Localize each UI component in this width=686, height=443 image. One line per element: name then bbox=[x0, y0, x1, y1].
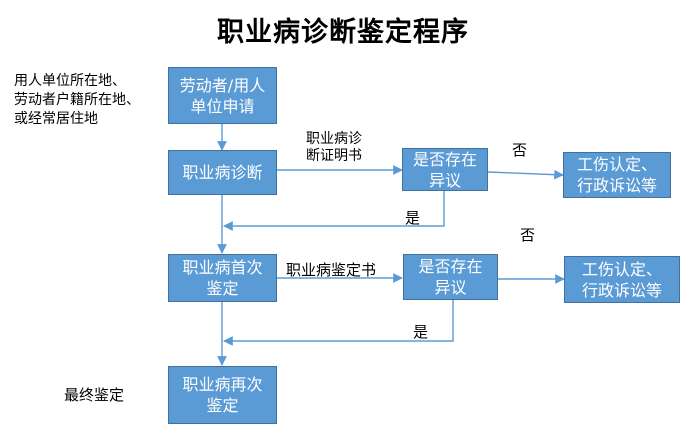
objection-2-line: 异议 bbox=[434, 278, 467, 297]
first-appraisal-box: 职业病首次鉴定 bbox=[168, 254, 277, 302]
objection-2-line: 是否存在 bbox=[418, 257, 483, 276]
first-appraisal-line: 鉴定 bbox=[206, 279, 239, 298]
arrow-objection1-yes-back bbox=[223, 191, 445, 231]
certificate-label-line: 断证明书 bbox=[306, 148, 362, 164]
location-note: 用人单位所在地、 劳动者户籍所在地、 或经常居住地 bbox=[14, 72, 140, 129]
location-note-line: 劳动者户籍所在地、 bbox=[14, 92, 140, 108]
diagnosis-box: 职业病诊断 bbox=[168, 150, 277, 195]
applicant-line: 劳动者/用人 bbox=[179, 75, 266, 95]
diagnosis-label: 职业病诊断 bbox=[182, 163, 263, 182]
remedy-2-line: 工伤认定、 bbox=[581, 259, 662, 279]
remedy-1-box: 工伤认定、行政诉讼等 bbox=[563, 152, 671, 198]
location-note-line: 或经常居住地 bbox=[14, 111, 98, 127]
second-appraisal-line: 鉴定 bbox=[206, 396, 239, 415]
remedy-2-line: 行政诉讼等 bbox=[581, 280, 662, 300]
first-appraisal-line: 职业病首次 bbox=[182, 258, 263, 277]
location-note-line: 用人单位所在地、 bbox=[14, 73, 126, 89]
remedy-1-line: 工伤认定、 bbox=[576, 155, 657, 174]
applicant-box: 劳动者/用人单位申请 bbox=[168, 67, 277, 124]
objection-1-line: 是否存在 bbox=[412, 149, 477, 169]
objection-2-box: 是否存在异议 bbox=[403, 254, 498, 300]
appraisal-doc-label: 职业病鉴定书 bbox=[286, 261, 377, 279]
arrow-objection2-yes-back bbox=[223, 300, 454, 346]
final-appraisal-note: 最终鉴定 bbox=[64, 386, 125, 404]
second-appraisal-box: 职业病再次鉴定 bbox=[168, 366, 277, 424]
remedy-2-box: 工伤认定、行政诉讼等 bbox=[564, 256, 680, 303]
yes-label-2: 是 bbox=[413, 323, 429, 341]
objection-1-line: 异议 bbox=[428, 170, 461, 190]
remedy-1-line: 行政诉讼等 bbox=[576, 176, 657, 195]
no-label-1: 否 bbox=[512, 141, 528, 159]
certificate-label: 职业病诊 断证明书 bbox=[306, 131, 362, 165]
page-title: 职业病诊断鉴定程序 bbox=[217, 17, 469, 48]
arrow-objection1-to-remedy1 bbox=[487, 169, 564, 180]
objection-1-box: 是否存在异议 bbox=[402, 148, 488, 191]
no-label-2: 否 bbox=[520, 226, 536, 244]
applicant-line: 单位申请 bbox=[190, 96, 255, 116]
second-appraisal-line: 职业病再次 bbox=[182, 375, 263, 394]
certificate-label-line: 职业病诊 bbox=[306, 131, 362, 147]
yes-label-1: 是 bbox=[405, 209, 421, 227]
